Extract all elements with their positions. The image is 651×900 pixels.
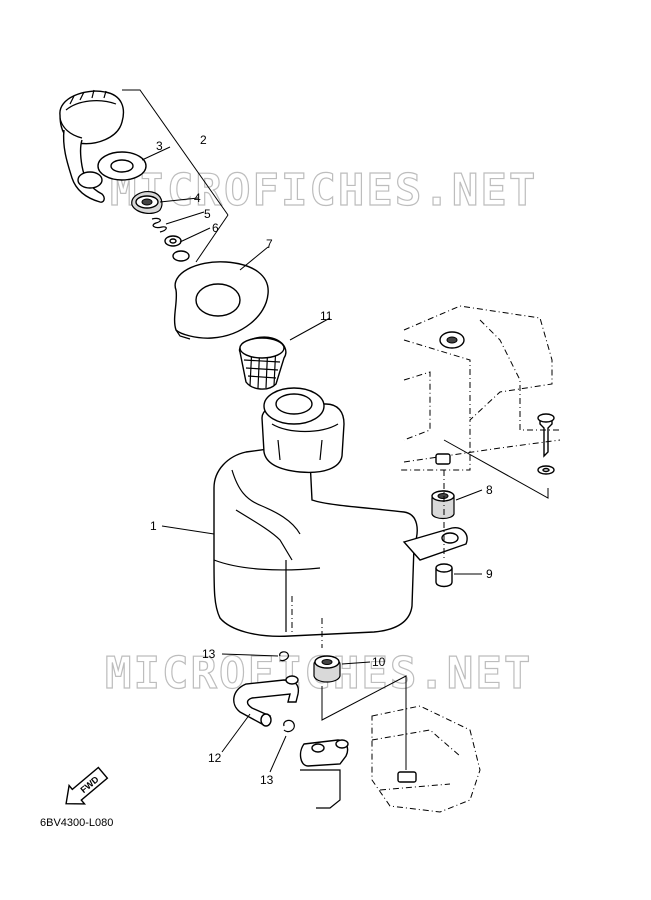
callout-9: 9 bbox=[486, 567, 493, 581]
fuel-cock bbox=[299, 739, 349, 809]
bolt bbox=[537, 413, 555, 458]
callout-7: 7 bbox=[266, 237, 273, 251]
callout-5: 5 bbox=[204, 207, 211, 221]
mount-bracket-lower bbox=[371, 705, 481, 813]
filter-screen-11 bbox=[238, 336, 287, 390]
fuel-tank-1 bbox=[213, 387, 468, 648]
callout-1: 1 bbox=[150, 519, 157, 533]
callout-12: 12 bbox=[208, 751, 222, 765]
spring-5 bbox=[151, 217, 167, 233]
clip-13-upper bbox=[279, 651, 289, 662]
damper-8 bbox=[431, 490, 455, 520]
washer-right bbox=[537, 465, 555, 475]
collar-9 bbox=[435, 563, 453, 588]
watermark-top: MICROFICHES.NET bbox=[110, 165, 537, 216]
seal-ring-3 bbox=[97, 151, 147, 181]
callout-8: 8 bbox=[486, 483, 493, 497]
clip-13-lower bbox=[283, 719, 295, 733]
fuel-hose-12 bbox=[233, 675, 300, 727]
drawing-code: 6BV4300-L080 bbox=[40, 817, 113, 829]
callout-6: 6 bbox=[212, 221, 219, 235]
grommet-10 bbox=[313, 655, 341, 683]
engine-frame-outline bbox=[400, 305, 561, 471]
callout-13-lower: 13 bbox=[260, 773, 274, 787]
callout-2: 2 bbox=[200, 133, 207, 147]
fwd-arrow-icon: FWD bbox=[65, 766, 109, 805]
cap-valve-4 bbox=[131, 191, 163, 215]
fuel-cap bbox=[59, 89, 125, 203]
o-ring-small bbox=[172, 250, 190, 262]
gasket-7 bbox=[173, 261, 269, 340]
callout-10: 10 bbox=[372, 655, 386, 669]
callout-11: 11 bbox=[320, 309, 333, 323]
callout-4: 4 bbox=[194, 191, 201, 205]
callout-13-upper: 13 bbox=[202, 647, 216, 661]
washer-6 bbox=[164, 235, 182, 247]
callout-3: 3 bbox=[156, 139, 163, 153]
